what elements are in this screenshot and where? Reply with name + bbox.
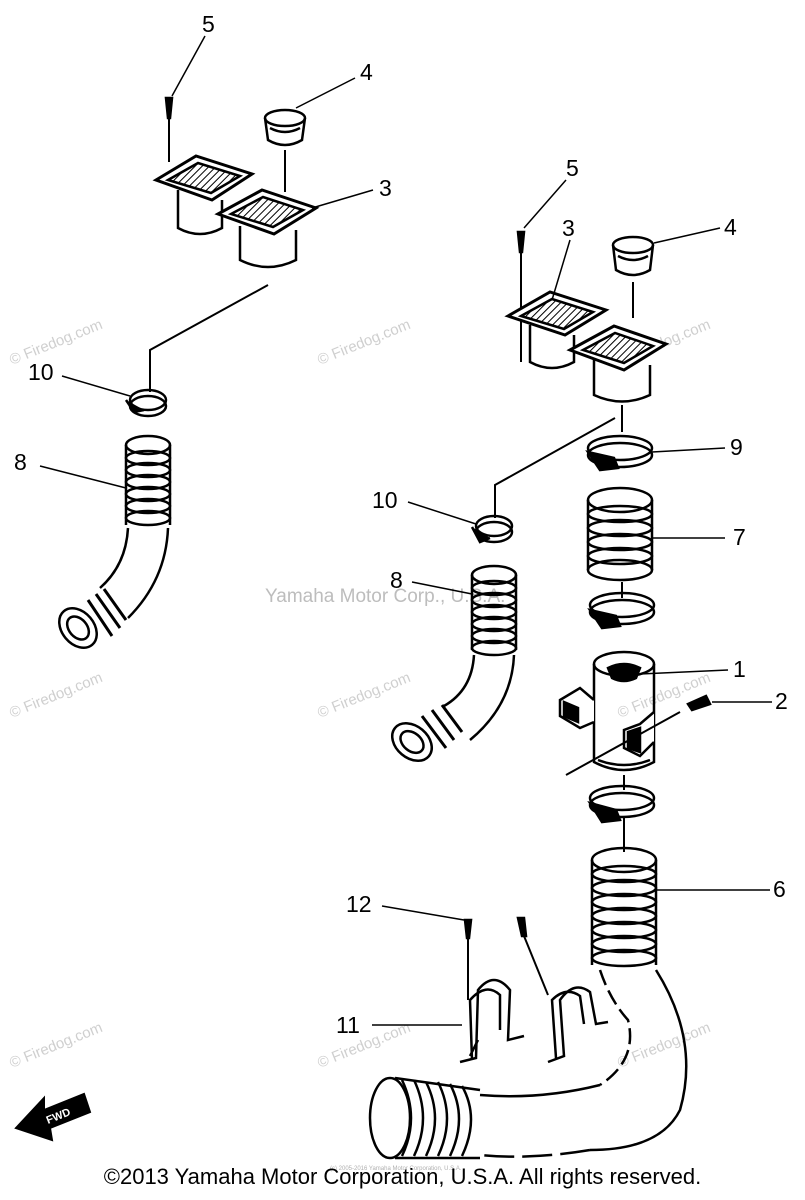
- callout-11: 11: [336, 1012, 360, 1038]
- watermark-firedog: © Firedog.com: [615, 1019, 713, 1072]
- callout-4-left: 4: [360, 59, 373, 85]
- watermark-firedog: © Firedog.com: [7, 1019, 105, 1072]
- valve-body-part-1: [558, 650, 681, 776]
- screw-part-2: [686, 694, 712, 712]
- vent-part-3-left: [152, 154, 320, 269]
- screw-part-5-right: [516, 230, 526, 362]
- callout-8-left: 8: [14, 449, 27, 475]
- screw-part-5-left: [164, 96, 174, 162]
- watermark-firedog: © Firedog.com: [315, 316, 413, 369]
- hose-part-8-left: [58, 434, 172, 649]
- callout-3-left: 3: [379, 175, 392, 201]
- callout-2: 2: [775, 688, 788, 714]
- drain-line-left: [149, 284, 269, 392]
- clamp-part-10-left: [124, 388, 168, 418]
- screw-part-12: [463, 916, 549, 1000]
- clamp-lower: [587, 775, 656, 852]
- leader-lines: [39, 35, 772, 1026]
- callout-7: 7: [733, 524, 746, 550]
- callout-1: 1: [733, 656, 746, 682]
- clamp-upper: [587, 591, 656, 630]
- hose-part-6: [368, 846, 688, 1160]
- vent-part-3-right: [504, 290, 670, 432]
- watermark-firedog: © Firedog.com: [7, 669, 105, 722]
- drain-line-right: [494, 417, 616, 518]
- clamp-part-10-right: [470, 514, 514, 544]
- tiny-copyright: (c) 2005-2016 Yamaha Motor Corporation, …: [330, 1166, 462, 1172]
- fwd-arrow-icon: FWD: [14, 1092, 92, 1142]
- callout-10-right: 10: [372, 487, 398, 513]
- callout-8-right: 8: [390, 567, 403, 593]
- callout-12: 12: [346, 891, 372, 917]
- hose-part-7: [586, 486, 654, 598]
- bracket-part-11: [459, 978, 609, 1064]
- clamp-part-9: [585, 434, 654, 472]
- watermark-center: Yamaha Motor Corp., U.S.A.: [265, 586, 505, 607]
- cap-part-4-left: [263, 108, 307, 192]
- copyright-notice: ©2013 Yamaha Motor Corporation, U.S.A. A…: [103, 1164, 702, 1189]
- watermark-firedog: © Firedog.com: [7, 316, 105, 369]
- watermark-firedog: © Firedog.com: [315, 669, 413, 722]
- callout-4-right: 4: [724, 214, 737, 240]
- watermark-firedog: © Firedog.com: [315, 1019, 413, 1072]
- callout-9: 9: [730, 434, 743, 460]
- callout-5-right: 5: [566, 155, 579, 181]
- callout-3-right: 3: [562, 215, 575, 241]
- callout-10-left: 10: [28, 359, 54, 385]
- hose-part-8-right: [391, 564, 518, 762]
- callouts: 5 4 3 10 8 5 3 4 9 10 7 8 1 2 6 12 11: [14, 11, 788, 1038]
- callout-6: 6: [773, 876, 786, 902]
- callout-5-left: 5: [202, 11, 215, 37]
- watermarks: © Firedog.com © Firedog.com © Firedog.co…: [7, 316, 713, 1072]
- cap-part-4-right: [611, 235, 655, 318]
